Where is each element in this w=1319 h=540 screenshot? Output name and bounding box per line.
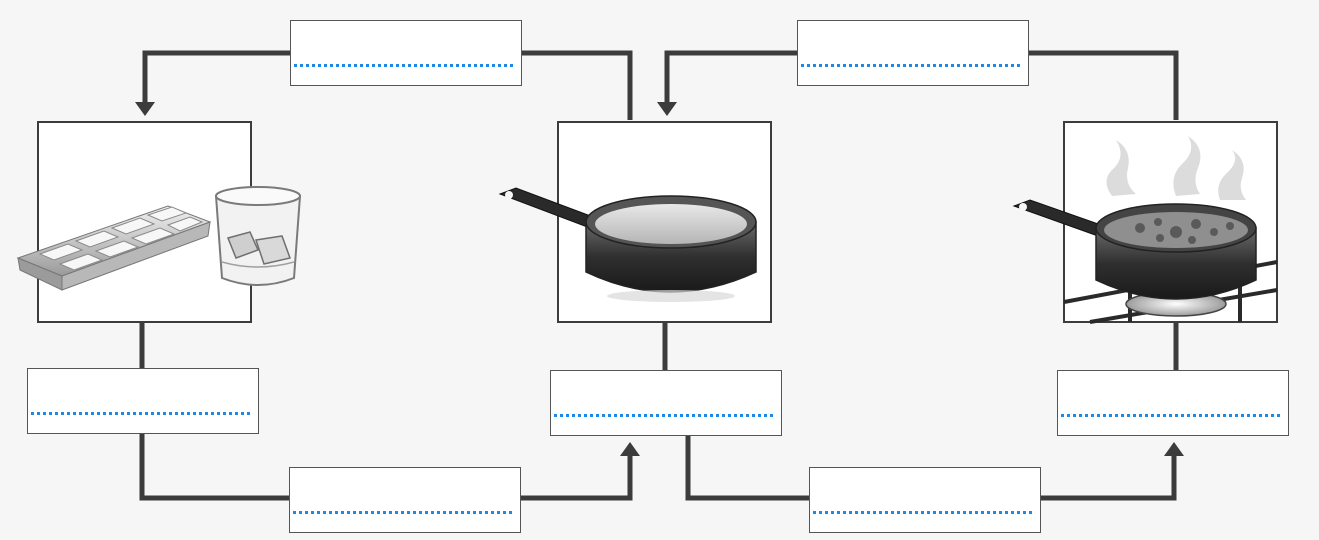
label-box-state-steam[interactable] xyxy=(1057,370,1289,436)
answer-blank[interactable] xyxy=(1061,414,1280,417)
answer-blank[interactable] xyxy=(293,511,512,514)
ice-stage-frame xyxy=(37,121,252,323)
arrow-up-to-steam xyxy=(1164,442,1184,456)
label-box-top-right[interactable] xyxy=(797,20,1029,86)
answer-blank[interactable] xyxy=(813,511,1032,514)
ice-cube-tray-icon xyxy=(16,205,212,291)
label-box-bottom-left[interactable] xyxy=(289,467,521,533)
boiling-pot-on-burner-icon xyxy=(1012,136,1278,324)
glass-with-ice-icon xyxy=(214,186,302,286)
arrow-up-to-water xyxy=(620,442,640,456)
answer-blank[interactable] xyxy=(554,414,773,417)
answer-blank[interactable] xyxy=(31,412,250,415)
label-box-top-left[interactable] xyxy=(290,20,522,86)
label-box-state-ice[interactable] xyxy=(27,368,259,434)
steam-wisps xyxy=(1106,136,1246,200)
saucepan-with-water-icon xyxy=(498,187,757,302)
label-box-state-water[interactable] xyxy=(550,370,782,436)
answer-blank[interactable] xyxy=(294,64,513,67)
arrow-down-to-ice xyxy=(135,102,155,116)
label-box-bottom-right[interactable] xyxy=(809,467,1041,533)
answer-blank[interactable] xyxy=(801,64,1020,67)
arrow-down-to-water xyxy=(657,102,677,116)
